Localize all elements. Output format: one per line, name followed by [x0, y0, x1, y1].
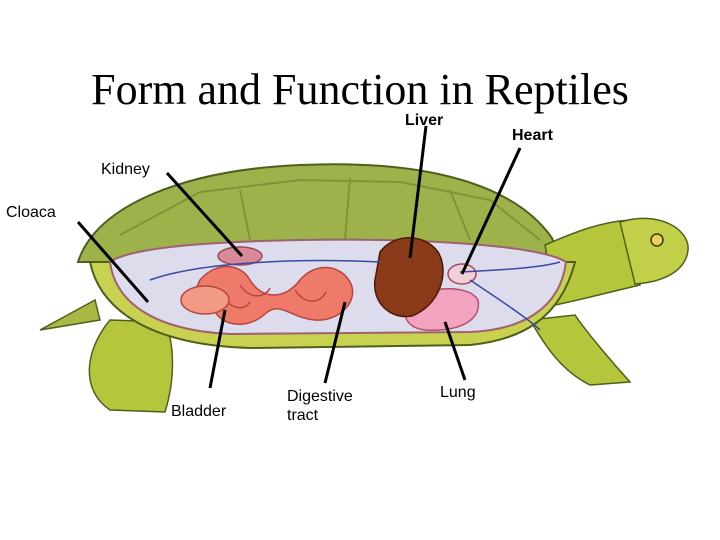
heart-label: Heart — [512, 127, 553, 144]
turtle-head — [619, 217, 689, 285]
lung-label: Lung — [440, 384, 476, 401]
lung-pointer-line — [443, 321, 467, 381]
cloaca-pointer-line — [76, 221, 150, 303]
digestive-label-line1: Digestive — [287, 388, 353, 405]
turtle-eye — [650, 233, 664, 247]
turtle-neck — [544, 219, 641, 306]
slide-title: Form and Function in Reptiles — [91, 65, 629, 114]
heart-pointer-line — [460, 147, 522, 275]
kidney-label: Kidney — [101, 161, 150, 178]
turtle-shell — [76, 163, 562, 263]
liver-label: Liver — [405, 112, 444, 129]
liver-pointer-line — [408, 125, 428, 259]
bladder-pointer-line — [208, 309, 227, 389]
kidney-pointer-line — [165, 171, 244, 258]
digestive-tract-label: Digestive tract — [287, 387, 353, 425]
digestive-label-line2: tract — [287, 407, 319, 425]
blood-vessels — [149, 259, 561, 331]
shell-scute-pattern — [119, 177, 541, 241]
bladder-label: Bladder — [171, 403, 227, 420]
turtle-tail — [39, 298, 101, 331]
bladder-organ — [180, 285, 230, 315]
turtle-rear-leg — [88, 319, 174, 413]
turtle-front-leg — [528, 314, 632, 386]
digestive-pointer-line — [323, 301, 347, 384]
cloaca-label: Cloaca — [6, 204, 56, 221]
